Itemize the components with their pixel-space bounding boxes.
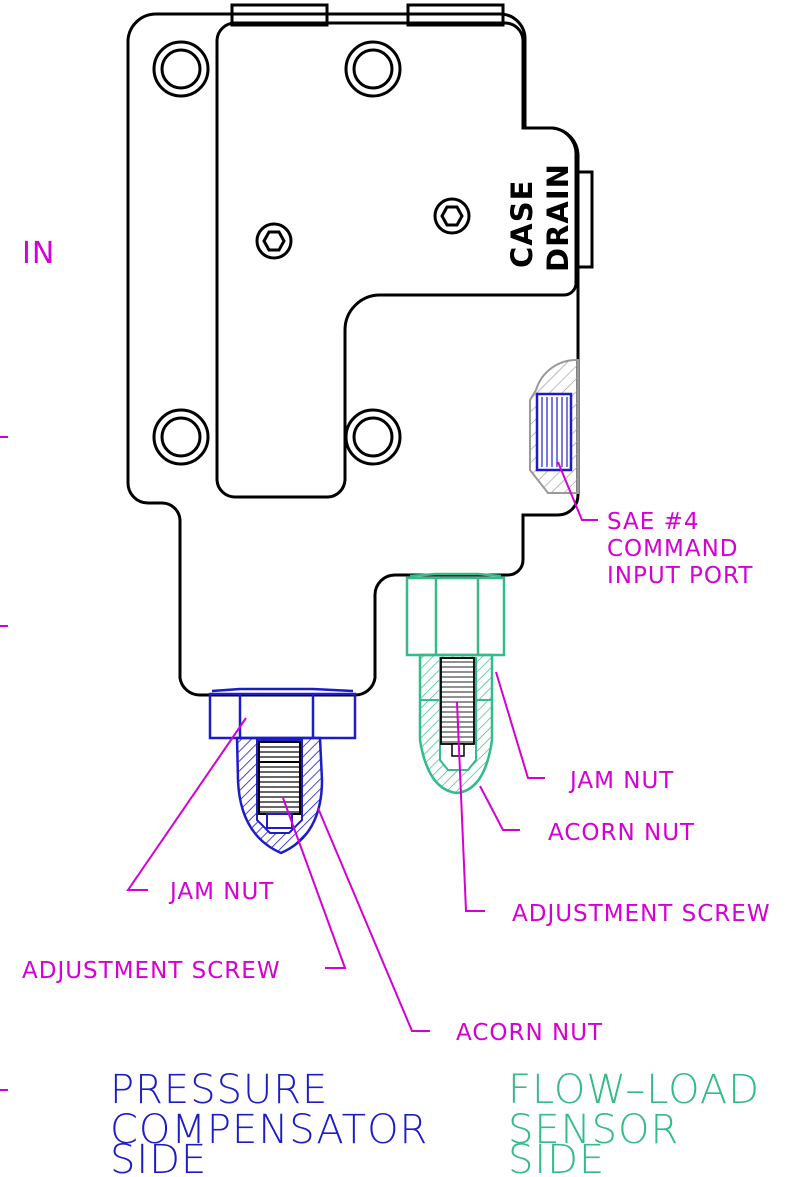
inner-plate [215, 21, 578, 499]
valve-body [126, 3, 594, 697]
svg-text:COMMAND: COMMAND [607, 536, 739, 562]
svg-text:SIDE: SIDE [110, 1137, 207, 1177]
svg-text:DRAIN: DRAIN [541, 163, 575, 272]
svg-text:FLOW–LOAD: FLOW–LOAD [508, 1067, 760, 1113]
svg-text:COMPENSATOR: COMPENSATOR [110, 1107, 428, 1153]
bolt-bottom-left [152, 408, 210, 466]
pressure-compensator-assembly [208, 687, 357, 855]
bolt-bottom-right [344, 408, 402, 466]
bolt-top-right [344, 40, 402, 98]
hex-plug-center [255, 222, 293, 260]
case-drain-label: CASE DRAIN [505, 163, 575, 272]
case-drain-port [576, 170, 594, 269]
command-input-port-section [529, 358, 579, 494]
svg-text:INPUT PORT: INPUT PORT [607, 563, 753, 589]
callout-leaders [0, 436, 598, 1091]
right-acorn-nut-label: ACORN NUT [548, 820, 695, 846]
pressure-compensator-title: PRESSURE COMPENSATOR SIDE [110, 1067, 428, 1177]
right-jam-nut-label: JAM NUT [568, 768, 674, 794]
svg-text:CASE: CASE [505, 180, 539, 268]
left-acorn-nut-label: ACORN NUT [456, 1020, 603, 1046]
flow-load-sensor-assembly [405, 572, 506, 795]
right-adjustment-screw-label: ADJUSTMENT SCREW [512, 901, 771, 927]
bolt-top-left [152, 40, 210, 98]
svg-text:PRESSURE: PRESSURE [110, 1067, 328, 1113]
sae-port-callout: SAE #4 COMMAND INPUT PORT [607, 509, 753, 589]
flow-load-sensor-title: FLOW–LOAD SENSOR SIDE [508, 1067, 760, 1177]
svg-text:SIDE: SIDE [508, 1137, 605, 1177]
svg-text:SAE #4: SAE #4 [607, 509, 700, 535]
in-label: IN [22, 236, 55, 271]
svg-text:SENSOR: SENSOR [508, 1107, 679, 1153]
body-outline [126, 12, 580, 697]
left-adjustment-screw-label: ADJUSTMENT SCREW [22, 958, 281, 984]
hex-plug-right [433, 197, 471, 235]
left-jam-nut-label: JAM NUT [168, 879, 274, 905]
